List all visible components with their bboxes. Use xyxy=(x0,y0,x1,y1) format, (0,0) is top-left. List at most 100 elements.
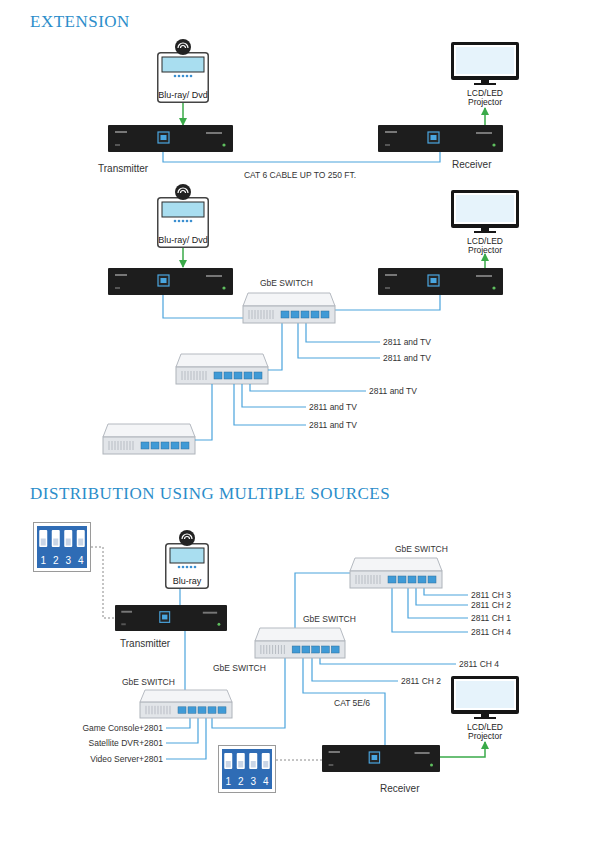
network-cable xyxy=(163,295,243,318)
cable-label: CAT 5E/6 xyxy=(332,698,372,708)
port-label: 2811 CH 4 xyxy=(471,627,511,637)
network-cable xyxy=(416,588,468,605)
device-label: Blu-ray/ Dvd xyxy=(158,235,208,245)
cable-line xyxy=(184,631,185,690)
hdmi-arrow xyxy=(484,254,486,268)
device-label: LCD/LED Projector xyxy=(450,237,520,255)
switch-number: 1 xyxy=(37,555,50,567)
node-shape xyxy=(140,690,232,718)
network-cable xyxy=(234,384,306,425)
gbe-switch: GbE SWITCH xyxy=(255,628,345,658)
gbe-switch xyxy=(103,354,268,454)
switch-number: 3 xyxy=(62,555,75,567)
port-label: 2811 and TV xyxy=(309,402,357,412)
device-label: GbE SWITCH xyxy=(395,544,448,554)
port-label: GbE SWITCH xyxy=(213,663,266,673)
node-shape xyxy=(243,293,335,323)
port-label: Satellite DVR+2801 xyxy=(89,738,163,748)
source-device: Blu-ray/ Dvd xyxy=(157,52,209,103)
network-cable xyxy=(408,588,468,618)
switch-number: 4 xyxy=(260,776,273,788)
extender-unit: Transmitter xyxy=(108,125,233,152)
network-cable xyxy=(166,718,206,759)
cable-line xyxy=(440,742,485,757)
node-shape xyxy=(378,125,503,152)
network-cable xyxy=(306,323,380,342)
device-label: LCD/LED Projector xyxy=(450,89,520,107)
device-label: LCD/LED Projector xyxy=(450,723,520,741)
port-label: 2811 and TV xyxy=(383,353,431,363)
device-label: GbE SWITCH xyxy=(122,677,175,687)
dip-switch: 1234 xyxy=(218,745,276,793)
network-cable xyxy=(195,384,212,440)
port-label: 2811 CH 4 xyxy=(459,659,499,669)
port-label: Video Server+2801 xyxy=(90,754,163,764)
gbe-switch xyxy=(176,354,268,384)
network-cable xyxy=(298,323,380,358)
network-cable xyxy=(424,588,468,595)
node-shape xyxy=(350,558,442,588)
hdmi-arrow xyxy=(183,248,485,268)
hdmi-arrow xyxy=(182,248,184,267)
device-label: GbE SWITCH xyxy=(303,614,356,624)
cable-line xyxy=(303,658,385,745)
device-label: Blu-ray xyxy=(173,576,202,586)
port-label: 2811 CH 1 xyxy=(471,613,511,623)
dotted-link xyxy=(276,760,322,761)
switch-number: 4 xyxy=(75,555,88,567)
cable-label: CAT 6 CABLE UP TO 250 FT. xyxy=(242,170,358,180)
port-label: 2811 CH 2 xyxy=(471,600,511,610)
network-cable xyxy=(320,658,456,664)
network-cable xyxy=(392,588,468,632)
device-label: Transmitter xyxy=(120,638,170,650)
device-unit xyxy=(378,268,503,295)
extender-unit: Receiver xyxy=(322,745,440,772)
device-unit xyxy=(108,268,503,295)
device-unit xyxy=(108,268,233,295)
switch-number: 2 xyxy=(235,776,248,788)
port-label: 2811 and TV xyxy=(369,386,417,396)
dip-switch: 1234 xyxy=(33,522,91,572)
port-label: 2811 and TV xyxy=(383,337,431,347)
cable-line xyxy=(182,103,184,125)
node-shape xyxy=(322,745,440,772)
device-label: Receiver xyxy=(452,159,491,171)
device-label: Blu-ray/ Dvd xyxy=(158,90,208,100)
device-label: Transmitter xyxy=(98,163,148,175)
dotted-link xyxy=(91,547,115,618)
network-cable xyxy=(268,323,282,370)
cable-line xyxy=(163,152,440,162)
source-device: Blu-ray/ Dvd xyxy=(157,197,209,248)
network-cable xyxy=(163,295,468,759)
gbe-switch xyxy=(103,424,195,454)
display-device: LCD/LED Projector xyxy=(450,190,520,256)
gbe-switch: GbE SWITCH xyxy=(243,293,335,323)
node-shape xyxy=(115,605,227,631)
network-cable xyxy=(166,718,190,728)
gbe-switch: GbE SWITCH xyxy=(350,558,442,588)
device-label: Receiver xyxy=(380,783,419,795)
switch-number: 1 xyxy=(222,776,235,788)
gbe-switch: GbE SWITCH xyxy=(140,690,232,718)
switch-number: 2 xyxy=(50,555,63,567)
network-cable xyxy=(166,718,198,743)
switch-number: 3 xyxy=(247,776,260,788)
port-label: 2811 CH 3 xyxy=(471,590,511,600)
display-device: LCD/LED Projector xyxy=(450,42,520,108)
network-cable xyxy=(335,295,440,310)
network-cable xyxy=(250,384,366,391)
port-label: 2811 CH 2 xyxy=(401,676,441,686)
cable-line xyxy=(179,589,180,605)
display-device: LCD/LED Projector xyxy=(450,676,520,742)
device-label: GbE SWITCH xyxy=(260,278,313,288)
port-label: Game Console+2801 xyxy=(82,723,163,733)
cable-line xyxy=(484,108,486,125)
extender-unit: Receiver xyxy=(378,125,503,152)
source-device: Blu-ray xyxy=(165,543,209,589)
network-cable xyxy=(242,384,306,407)
extender-unit: Transmitter xyxy=(115,605,227,631)
